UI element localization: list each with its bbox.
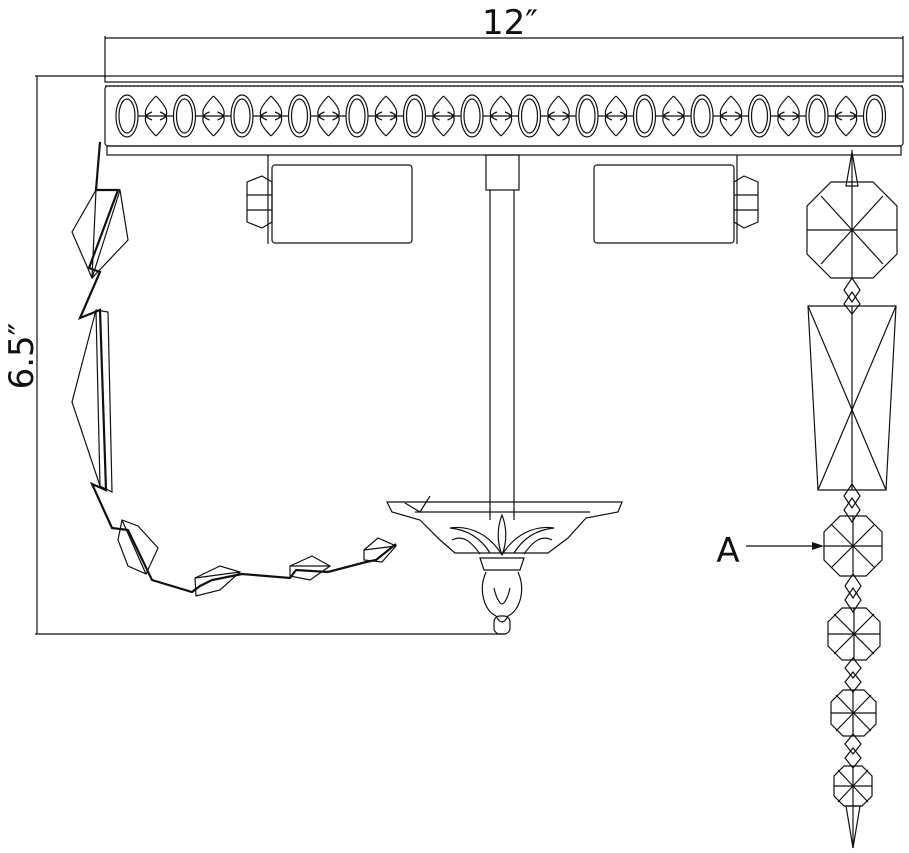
band-oval-inner <box>750 98 769 134</box>
band-oval-inner <box>635 98 654 134</box>
crystal-swag <box>71 141 397 597</box>
band-oval-inner <box>520 98 539 134</box>
band-leaf-motif <box>713 95 749 137</box>
band-leaf-motif <box>425 95 462 137</box>
crystal-strand <box>806 150 898 849</box>
band-oval-inner <box>233 98 251 134</box>
band-oval-inner <box>290 98 309 134</box>
detail-callout-label: A <box>716 531 739 571</box>
band-oval-inner <box>118 98 136 134</box>
band-oval-inner <box>405 98 424 134</box>
band-oval-inner <box>578 98 596 134</box>
band-leaf-motif <box>310 95 347 137</box>
band-oval-inner <box>808 98 826 134</box>
band-oval-inner <box>348 98 366 134</box>
canopy-band <box>104 75 904 156</box>
band-oval-inner <box>865 98 884 134</box>
band-leaf-motif <box>483 95 519 137</box>
band-oval-inner <box>175 98 194 134</box>
band-ornament-pattern <box>115 94 887 138</box>
band-leaf-motif <box>655 95 692 137</box>
band-leaf-motif <box>540 95 577 137</box>
detail-callout: A <box>716 531 824 571</box>
band-leaf-motif <box>138 95 174 137</box>
band-leaf-motif <box>770 95 807 137</box>
band-oval-inner <box>463 98 481 134</box>
band-leaf-motif <box>253 95 289 137</box>
band-leaf-motif <box>368 95 404 137</box>
height-dimension: 6.5″ <box>2 75 505 635</box>
band-leaf-motif <box>598 95 634 137</box>
height-dimension-label: 6.5″ <box>2 323 42 390</box>
band-leaf-motif <box>195 95 232 137</box>
band-oval-medallion <box>862 94 887 138</box>
band-oval-inner <box>693 98 711 134</box>
center-rod <box>485 154 520 520</box>
width-dimension-label: 12″ <box>482 3 538 43</box>
width-dimension: 12″ <box>104 3 904 78</box>
bowl <box>386 495 623 635</box>
band-leaf-motif <box>828 95 864 137</box>
socket-right <box>593 155 759 244</box>
socket-left <box>246 155 413 244</box>
